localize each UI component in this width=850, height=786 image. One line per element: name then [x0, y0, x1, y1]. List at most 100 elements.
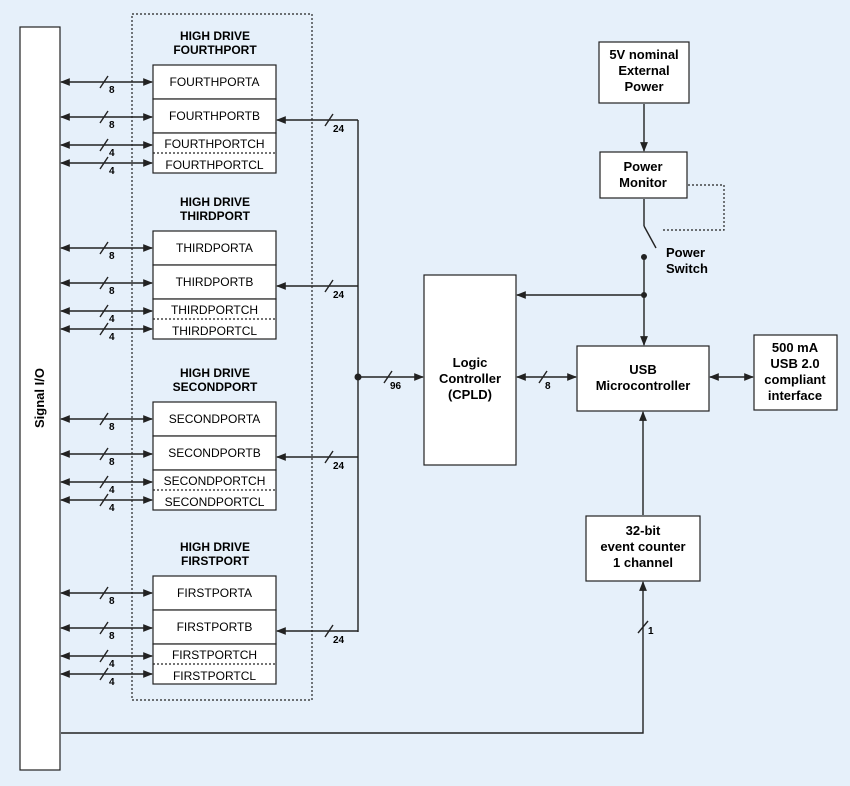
port-ch-label: THIRDPORTCH — [171, 303, 258, 317]
bus-1-label: 1 — [648, 626, 654, 637]
port-out-bus-label: 24 — [333, 635, 345, 646]
port-ch-bus-label: 4 — [109, 659, 115, 670]
port-b-bus-label: 8 — [109, 457, 115, 468]
port-b-bus-label: 8 — [109, 286, 115, 297]
signal-io-label: Signal I/O — [32, 368, 47, 428]
port-out-bus-slash — [324, 624, 334, 638]
bus-8-slash — [538, 370, 548, 384]
port-a-box — [152, 401, 277, 437]
port-b-bus-slash — [99, 447, 109, 461]
usb-microcontroller-block — [576, 345, 710, 412]
counter-label-3: 1 channel — [613, 555, 673, 570]
port-b-bus-slash — [99, 110, 109, 124]
port-cl-bus-slash — [99, 667, 109, 681]
port-ch-bus-slash — [99, 649, 109, 663]
usb-interface-block — [753, 334, 838, 411]
port-a-bus-slash — [99, 412, 109, 426]
port-cl-bus-slash — [99, 156, 109, 170]
port-b-box — [152, 264, 277, 300]
port-b-bus-label: 8 — [109, 120, 115, 131]
port-b-bus-label: 8 — [109, 631, 115, 642]
port-b-bus-slash — [99, 621, 109, 635]
port-b-bus-slash — [99, 276, 109, 290]
port-a-bus-slash — [99, 241, 109, 255]
port-a-bus-slash — [99, 586, 109, 600]
port-groups: HIGH DRIVEFOURTHPORTFOURTHPORTAFOURTHPOR… — [60, 29, 358, 688]
port-a-bus-slash — [99, 75, 109, 89]
port-ch-bus-label: 4 — [109, 314, 115, 325]
port-out-bus-label: 24 — [333, 124, 345, 135]
port-out-bus-slash — [324, 279, 334, 293]
signal-io-block — [19, 26, 61, 771]
logic-label-2: Controller — [439, 371, 501, 386]
group-title-line1: HIGH DRIVE — [180, 29, 250, 43]
group-title-line1: HIGH DRIVE — [180, 540, 250, 554]
monitor-feedback-loop — [662, 184, 725, 231]
port-out-bus-slash — [324, 113, 334, 127]
logic-label-1: Logic — [453, 355, 488, 370]
port-b-label: SECONDPORTB — [168, 446, 260, 460]
power-switch-label-2: Switch — [666, 261, 708, 276]
external-power-block — [598, 41, 690, 104]
power-switch-label-1: Power — [666, 245, 705, 260]
ext-power-label-3: Power — [624, 79, 663, 94]
port-a-bus-label: 8 — [109, 251, 115, 262]
port-ch-label: FOURTHPORTCH — [164, 137, 264, 151]
counter-label-1: 32-bit — [626, 523, 661, 538]
port-b-label: THIRDPORTB — [176, 275, 254, 289]
port-cl-bus-label: 4 — [109, 166, 115, 177]
port-cl-bus-slash — [99, 493, 109, 507]
port-a-label: THIRDPORTA — [176, 241, 253, 255]
port-a-box — [152, 230, 277, 266]
port-cl-label: FOURTHPORTCL — [165, 158, 264, 172]
ext-power-label-2: External — [618, 63, 669, 78]
port-b-label: FIRSTPORTB — [177, 620, 253, 634]
port-cl-label: SECONDPORTCL — [165, 495, 265, 509]
logic-controller-block — [423, 274, 517, 466]
port-out-bus-label: 24 — [333, 290, 345, 301]
port-ch-label: SECONDPORTCH — [164, 474, 266, 488]
ext-power-label-1: 5V nominal — [609, 47, 678, 62]
bus-96-label: 96 — [390, 381, 402, 392]
group-title-line2: THIRDPORT — [180, 209, 251, 223]
port-cl-label: THIRDPORTCL — [172, 324, 257, 338]
power-monitor-label-2: Monitor — [619, 175, 667, 190]
port-a-label: FOURTHPORTA — [169, 75, 259, 89]
port-group-3: HIGH DRIVESECONDPORTSECONDPORTASECONDPOR… — [60, 366, 358, 514]
port-cl-bus-slash — [99, 322, 109, 336]
iface-label-4: interface — [768, 388, 822, 403]
port-b-box — [152, 609, 277, 645]
port-a-box — [152, 575, 277, 611]
port-ch-bus-slash — [99, 475, 109, 489]
logic-label-3: (CPLD) — [448, 387, 492, 402]
bus-1-slash — [637, 620, 649, 634]
port-out-bus-label: 24 — [333, 461, 345, 472]
usb-label-2: Microcontroller — [596, 378, 691, 393]
power-monitor-label-1: Power — [623, 159, 662, 174]
event-counter-block — [585, 515, 701, 582]
port-cl-label: FIRSTPORTCL — [173, 669, 256, 683]
group-title-line2: SECONDPORT — [173, 380, 258, 394]
counter-input-line — [61, 581, 647, 734]
port-a-box — [152, 64, 277, 100]
bus-96-slash — [383, 370, 393, 384]
group-title-line2: FOURTHPORT — [173, 43, 257, 57]
port-a-label: FIRSTPORTA — [177, 586, 252, 600]
high-drive-enclosure — [131, 13, 313, 701]
group-title-line2: FIRSTPORT — [181, 554, 250, 568]
power-switch-blade — [643, 225, 657, 249]
port-group-2: HIGH DRIVETHIRDPORTTHIRDPORTATHIRDPORTBT… — [60, 195, 358, 343]
usb-label-1: USB — [629, 362, 656, 377]
port-a-bus-label: 8 — [109, 85, 115, 96]
port-a-bus-label: 8 — [109, 596, 115, 607]
bus-8-label: 8 — [545, 381, 551, 392]
iface-label-3: compliant — [764, 372, 826, 387]
port-a-bus-label: 8 — [109, 422, 115, 433]
port-a-label: SECONDPORTA — [169, 412, 261, 426]
counter-label-2: event counter — [600, 539, 685, 554]
port-cl-bus-label: 4 — [109, 332, 115, 343]
iface-label-2: USB 2.0 — [770, 356, 819, 371]
